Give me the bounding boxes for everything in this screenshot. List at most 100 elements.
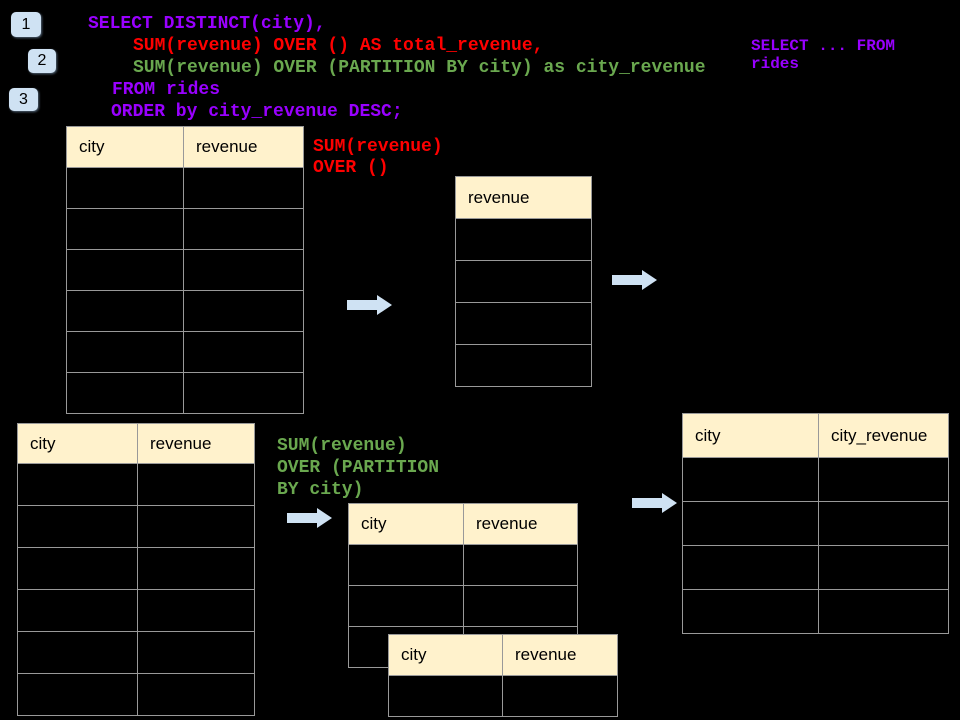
- empty-cell: [455, 344, 592, 387]
- sql-line-order-by: ORDER by city_revenue DESC;: [111, 102, 403, 122]
- step-badge-1: 1: [11, 12, 41, 37]
- column-header: revenue: [502, 634, 618, 676]
- right-arrow-icon: [287, 508, 332, 528]
- column-header: city: [348, 503, 464, 545]
- column-header: city: [388, 634, 503, 676]
- annotation-partition: SUM(revenue) OVER (PARTITION BY city): [277, 435, 439, 501]
- empty-cell: [818, 457, 949, 502]
- table-row: [455, 344, 592, 387]
- empty-cell: [137, 505, 255, 548]
- empty-cell: [183, 249, 304, 291]
- empty-cell: [463, 585, 578, 627]
- table-row: [348, 585, 578, 627]
- table-row: [682, 501, 949, 546]
- empty-cell: [66, 331, 184, 373]
- empty-cell: [388, 675, 503, 717]
- right-arrow-icon: [347, 295, 392, 315]
- empty-cell: [66, 290, 184, 332]
- table-row: [682, 589, 949, 634]
- table-row: [17, 673, 255, 716]
- table-total-revenue-result: revenue: [455, 176, 592, 387]
- empty-cell: [66, 372, 184, 414]
- empty-cell: [66, 167, 184, 209]
- column-header: revenue: [463, 503, 578, 545]
- empty-cell: [348, 544, 464, 586]
- empty-cell: [463, 544, 578, 586]
- table-row: [682, 457, 949, 502]
- empty-cell: [682, 457, 819, 502]
- table-row: [66, 249, 304, 291]
- empty-cell: [682, 501, 819, 546]
- table-row: [388, 675, 618, 717]
- right-arrow-icon: [632, 493, 677, 513]
- empty-cell: [502, 675, 618, 717]
- table-row: [17, 505, 255, 548]
- step-badge-3: 3: [9, 88, 38, 111]
- table-row: [17, 631, 255, 674]
- empty-cell: [455, 218, 592, 261]
- table-row: [66, 331, 304, 373]
- empty-cell: [455, 260, 592, 303]
- table-row: [455, 260, 592, 303]
- table-row: [455, 302, 592, 345]
- side-note-line2: rides: [751, 55, 800, 73]
- empty-cell: [17, 673, 138, 716]
- sql-line-from: FROM rides: [112, 80, 221, 100]
- empty-cell: [183, 372, 304, 414]
- column-header: city: [682, 413, 819, 458]
- empty-cell: [17, 631, 138, 674]
- annotation-total-line1: SUM(revenue): [313, 137, 443, 157]
- empty-cell: [818, 501, 949, 546]
- header-row: revenue: [455, 176, 592, 219]
- side-note: SELECT ... FROM rides: [751, 37, 895, 73]
- empty-cell: [183, 290, 304, 332]
- empty-cell: [818, 545, 949, 590]
- table-row: [682, 545, 949, 590]
- table-row: [66, 208, 304, 250]
- column-header: city: [17, 423, 138, 464]
- empty-cell: [137, 589, 255, 632]
- empty-cell: [818, 589, 949, 634]
- annotation-partition-line2: OVER (PARTITION: [277, 458, 440, 478]
- empty-cell: [17, 547, 138, 590]
- annotation-total-line2: OVER (): [313, 158, 389, 178]
- table-row: [66, 372, 304, 414]
- empty-cell: [348, 585, 464, 627]
- empty-cell: [137, 547, 255, 590]
- table-row: [66, 290, 304, 332]
- empty-cell: [137, 631, 255, 674]
- right-arrow-icon: [612, 270, 657, 290]
- empty-cell: [66, 208, 184, 250]
- table-row: [17, 547, 255, 590]
- empty-cell: [183, 208, 304, 250]
- column-header: revenue: [455, 176, 592, 219]
- empty-cell: [455, 302, 592, 345]
- column-header: city_revenue: [818, 413, 949, 458]
- step-badge-2: 2: [28, 49, 56, 73]
- annotation-total-revenue: SUM(revenue) OVER (): [313, 137, 443, 179]
- empty-cell: [183, 331, 304, 373]
- empty-cell: [682, 545, 819, 590]
- sql-line-select: SELECT DISTINCT(city),: [88, 14, 326, 34]
- sql-line-total-revenue: SUM(revenue) OVER () AS total_revenue,: [133, 36, 544, 56]
- table-row: [17, 463, 255, 506]
- table-row: [17, 589, 255, 632]
- side-note-line1: SELECT ... FROM: [751, 37, 896, 55]
- table-row: [455, 218, 592, 261]
- empty-cell: [66, 249, 184, 291]
- empty-cell: [17, 589, 138, 632]
- sql-line-city-revenue: SUM(revenue) OVER (PARTITION BY city) as…: [133, 58, 706, 78]
- empty-cell: [682, 589, 819, 634]
- table-row: [66, 167, 304, 209]
- empty-cell: [183, 167, 304, 209]
- empty-cell: [137, 463, 255, 506]
- column-header: revenue: [137, 423, 255, 464]
